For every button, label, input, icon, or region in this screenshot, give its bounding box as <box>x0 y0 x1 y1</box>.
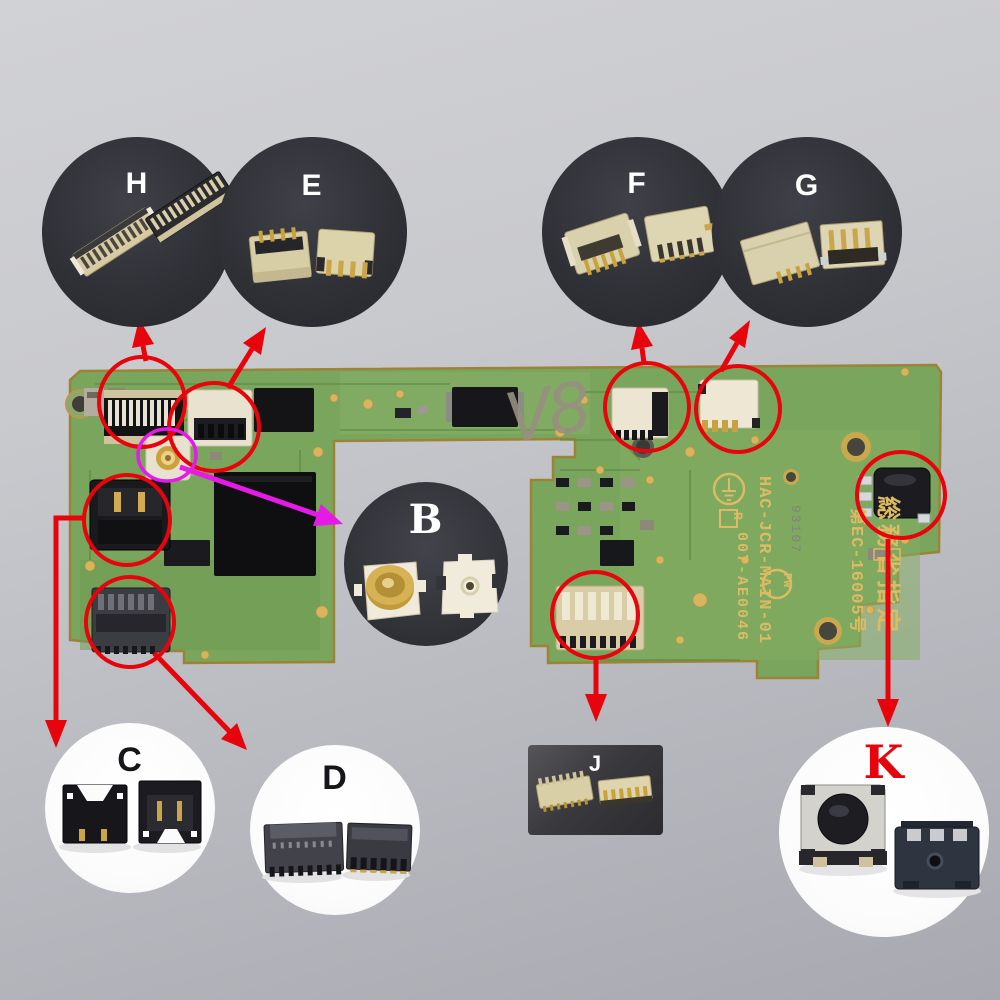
callout-f: F <box>542 137 732 327</box>
arrow-head-e <box>243 327 266 355</box>
arrow-head-f <box>631 321 653 350</box>
ic-chips <box>164 387 634 576</box>
arrow-head-j <box>585 694 607 722</box>
board-antenna-socket <box>145 435 191 481</box>
fpc-connector-photo-j <box>535 770 653 813</box>
marker-circle-g <box>694 364 782 454</box>
fpc-connector-photo-h <box>69 171 232 277</box>
marker-circle-h <box>97 355 187 449</box>
fpc-socket-photo-d <box>262 821 413 883</box>
fpc-connector-photo-g <box>739 220 887 286</box>
callout-k-label: K <box>863 735 905 789</box>
callout-e: E <box>217 137 407 327</box>
callout-b-label: B <box>408 496 444 543</box>
arrow-head-k <box>877 699 899 727</box>
callout-c-label: C <box>117 741 143 779</box>
arrow-line-c <box>53 515 84 722</box>
arrow-head-d <box>221 723 247 750</box>
arrow-line-f <box>639 347 647 364</box>
silk-reg-number: 007-AE0046 <box>733 532 750 642</box>
callout-d-label: D <box>322 759 348 797</box>
arrow-line-d <box>152 651 232 734</box>
pw-mark-circle <box>761 568 793 600</box>
silk-cert-number: 第EC-16005号 <box>846 508 868 634</box>
handwritten-version: V8 <box>500 367 596 459</box>
annotation-circles <box>82 355 947 669</box>
arrow-head-c <box>45 720 67 748</box>
arrow-head-g <box>729 320 750 348</box>
board-connector-d <box>91 587 171 654</box>
callout-j-label: J <box>588 751 603 776</box>
board-connector-g <box>698 379 760 432</box>
board-connector-e <box>187 389 253 447</box>
callout-d: D <box>250 745 420 915</box>
marker-circle-f <box>603 361 691 453</box>
marker-circle-d <box>84 575 176 669</box>
ground-mark-icon <box>712 472 746 506</box>
marker-circle-e <box>167 381 261 473</box>
tactile-switch-photo-k <box>799 784 981 898</box>
callout-j: J <box>528 745 663 835</box>
pcb-shading <box>80 372 920 660</box>
callout-b: B <box>344 482 508 646</box>
callout-h-label: H <box>125 167 149 200</box>
arrow-line-e <box>225 347 255 390</box>
board-connector-j <box>555 585 645 651</box>
coax-socket-photo-b <box>354 554 502 621</box>
arrow-head-b <box>313 504 343 526</box>
callout-e-label: E <box>301 169 323 202</box>
fpc-connector-photo-f <box>561 205 716 276</box>
callout-c: C <box>45 723 215 893</box>
marker-circle-b <box>136 427 198 483</box>
arrow-line-g <box>718 341 740 373</box>
silk-pw: PW <box>780 573 794 588</box>
battery-connector-photo-c <box>59 780 202 853</box>
reg-mark-box <box>719 509 738 528</box>
marker-circle-k <box>855 450 947 540</box>
silk-lot: 93107 <box>788 505 803 554</box>
arrow-line-h <box>140 345 149 362</box>
board-battery-connector <box>89 479 171 551</box>
callout-h: H <box>42 137 232 327</box>
callout-g-label: G <box>794 169 820 202</box>
silk-model: HAC-JCR-MAIN-01 <box>754 476 773 644</box>
component-grid <box>556 478 886 560</box>
callout-k: K <box>779 727 989 937</box>
fpc-connector-photo-e <box>248 227 376 283</box>
board-connector-f <box>611 387 669 440</box>
arrow-line-b <box>179 464 319 518</box>
callout-g: G <box>712 137 902 327</box>
silkscreen-text: V8 HAC-JCR-MAIN-01 R 007-AE0046 93107 PW… <box>500 367 902 644</box>
callout-f-label: F <box>627 167 647 200</box>
silk-reg-mark: R <box>730 512 745 520</box>
